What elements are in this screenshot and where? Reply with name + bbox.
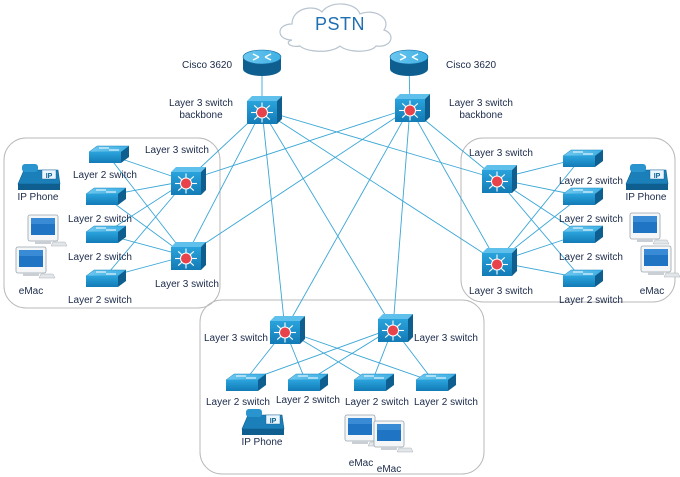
backbone-left-label-1: Layer 3 switch xyxy=(169,98,233,109)
link-line xyxy=(496,157,582,263)
backbone-left-switch-icon xyxy=(247,96,282,124)
bottom-l2-label-3: Layer 2 switch xyxy=(345,397,409,408)
bottom-group-box xyxy=(199,299,485,475)
left-l2-label-4: Layer 2 switch xyxy=(68,295,132,306)
l2-switch-icon xyxy=(85,187,127,205)
bottom-ip-phone-icon: IP xyxy=(241,409,285,435)
right-l2-label-3: Layer 2 switch xyxy=(559,252,623,263)
left-emac-icon-2 xyxy=(15,246,56,279)
right-emac-icon-1 xyxy=(629,212,670,245)
link-line xyxy=(185,107,411,257)
network-links xyxy=(103,62,582,383)
left-l3-bottom-label: Layer 3 switch xyxy=(155,279,219,290)
phone-badge: IP xyxy=(654,173,661,180)
left-phone-label: IP Phone xyxy=(17,192,59,203)
link-line xyxy=(284,107,411,331)
left-l3-bottom-switch-icon xyxy=(171,242,206,270)
link-line xyxy=(392,107,411,329)
right-l2-label-2: Layer 2 switch xyxy=(559,214,623,225)
left-l3-top-switch-icon xyxy=(171,167,206,195)
link-line xyxy=(261,109,498,180)
left-l2-label-2: Layer 2 switch xyxy=(68,214,132,225)
l2-switch-icon xyxy=(88,145,130,163)
left-l3-top-label: Layer 3 switch xyxy=(145,145,209,156)
router-right-label: Cisco 3620 xyxy=(446,60,497,71)
left-group-box xyxy=(3,137,221,309)
link-line xyxy=(185,107,411,182)
l2-switch-icon xyxy=(225,373,267,391)
left-l2-label-1: Layer 2 switch xyxy=(73,170,137,181)
l2-switch-icon xyxy=(415,373,457,391)
right-emac-icon-2 xyxy=(640,245,680,278)
right-l2-label-4: Layer 2 switch xyxy=(559,295,623,306)
router-right-icon xyxy=(389,49,429,76)
bottom-l3-right-label: Layer 3 switch xyxy=(414,333,478,344)
bottom-l3-left-label: Layer 3 switch xyxy=(204,333,268,344)
link-line xyxy=(261,109,394,329)
bottom-l2-label-1: Layer 2 switch xyxy=(206,397,270,408)
l2-switch-icon xyxy=(562,187,604,205)
link-line xyxy=(261,109,498,263)
right-emac-label: eMac xyxy=(639,286,665,297)
left-emac-label: eMac xyxy=(18,286,44,297)
router-left-label: Cisco 3620 xyxy=(182,60,233,71)
link-line xyxy=(106,153,187,257)
bottom-emac-label-2: eMac xyxy=(376,464,402,475)
phone-badge: IP xyxy=(270,418,277,425)
phone-badge: IP xyxy=(46,173,53,180)
pstn-cloud-icon xyxy=(279,3,392,52)
link-line xyxy=(409,107,498,263)
l2-switch-icon xyxy=(85,225,127,243)
right-l3-top-label: Layer 3 switch xyxy=(469,148,533,159)
bottom-emac-label-1: eMac xyxy=(348,458,374,469)
l2-switch-icon xyxy=(85,269,127,287)
l2-switch-icon xyxy=(562,225,604,243)
backbone-left-label-2: backbone xyxy=(179,110,223,121)
link-line xyxy=(103,180,187,279)
bottom-l2-label-4: Layer 2 switch xyxy=(414,397,478,408)
l2-switch-icon xyxy=(562,269,604,287)
l2-switch-icon xyxy=(287,373,329,391)
left-l2-label-3: Layer 2 switch xyxy=(68,252,132,263)
right-phone-label: IP Phone xyxy=(625,192,667,203)
l2-switch-icon xyxy=(353,373,395,391)
right-l2-label-1: Layer 2 switch xyxy=(559,176,623,187)
link-line xyxy=(243,327,394,383)
right-l3-bottom-label: Layer 3 switch xyxy=(469,286,533,297)
bottom-l3-left-switch-icon xyxy=(270,316,305,344)
backbone-right-label-1: Layer 3 switch xyxy=(449,98,513,109)
link-line xyxy=(185,109,263,257)
left-emac-icon-1 xyxy=(27,214,68,247)
left-ip-phone-icon: IP xyxy=(17,164,61,190)
backbone-right-switch-icon xyxy=(395,94,430,122)
right-ip-phone-icon: IP xyxy=(625,164,669,190)
right-l3-top-switch-icon xyxy=(482,165,517,193)
l2-switch-icon xyxy=(562,149,604,167)
backbone-right-label-2: backbone xyxy=(459,110,503,121)
bottom-phone-label: IP Phone xyxy=(241,437,283,448)
pstn-label: PSTN xyxy=(314,14,366,34)
bottom-emac-icon-2 xyxy=(373,420,414,453)
link-line xyxy=(261,109,286,331)
right-group-box xyxy=(460,137,676,303)
link-line xyxy=(284,329,435,383)
bottom-l3-right-switch-icon xyxy=(378,314,413,342)
right-l3-bottom-switch-icon xyxy=(482,248,517,276)
bottom-l2-label-2: Layer 2 switch xyxy=(276,395,340,406)
router-left-icon xyxy=(242,49,282,76)
